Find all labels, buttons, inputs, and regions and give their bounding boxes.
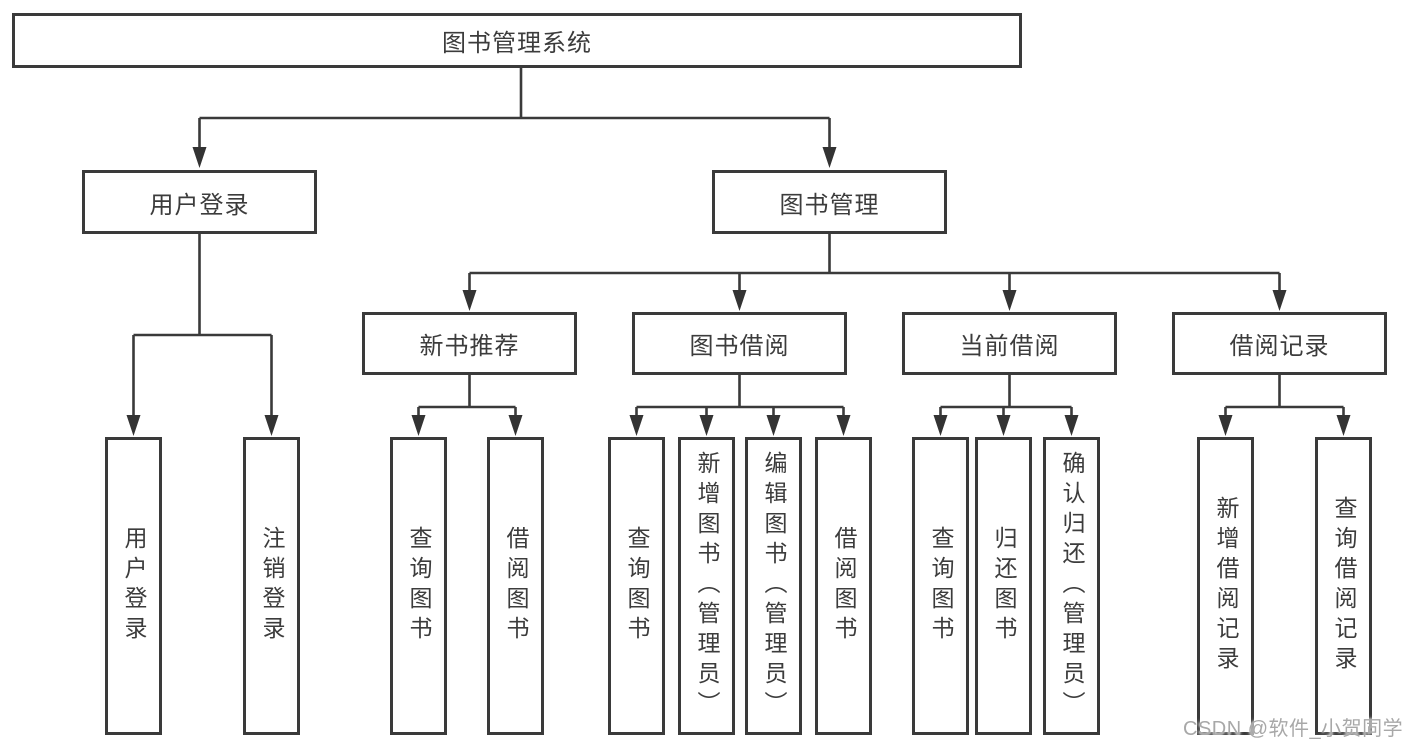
connector-root-to-level2 — [192, 68, 837, 168]
node-new-book-recommendation: 新书推荐 — [362, 312, 577, 375]
node-book-borrowing-label: 图书借阅 — [689, 333, 790, 360]
csdn-watermark: CSDN @软件_小贺同学 — [1183, 718, 1404, 740]
leaf-add-books-admin: 新增图书（管理员） — [678, 437, 735, 735]
leaf-query-books-3: 查询图书 — [912, 437, 969, 735]
node-new-book-recommendation-label: 新书推荐 — [419, 333, 520, 360]
node-root: 图书管理系统 — [12, 13, 1022, 68]
node-user-login: 用户登录 — [82, 170, 317, 234]
node-root-label: 图书管理系统 — [442, 30, 592, 57]
node-user-login-label: 用户登录 — [149, 191, 250, 219]
leaf-borrow-books-2: 借阅图书 — [815, 437, 872, 735]
node-current-borrowing: 当前借阅 — [902, 312, 1117, 375]
leaf-confirm-return-admin: 确认归还（管理员） — [1043, 437, 1100, 735]
node-current-borrowing-label: 当前借阅 — [959, 333, 1060, 360]
leaf-user-login: 用户登录 — [105, 437, 162, 735]
connector-current-borrowing-children — [933, 375, 1079, 436]
leaf-add-borrow-record: 新增借阅记录 — [1197, 437, 1254, 735]
leaf-borrow-books-1: 借阅图书 — [487, 437, 544, 735]
connector-user-login-children — [126, 234, 279, 436]
node-book-management: 图书管理 — [712, 170, 947, 234]
node-borrowing-records: 借阅记录 — [1172, 312, 1387, 375]
node-borrowing-records-label: 借阅记录 — [1229, 333, 1330, 360]
node-book-management-label: 图书管理 — [779, 191, 880, 219]
leaf-logout: 注销登录 — [243, 437, 300, 735]
node-book-borrowing: 图书借阅 — [632, 312, 847, 375]
connector-book-borrowing-children — [629, 375, 851, 436]
leaf-query-books-1: 查询图书 — [390, 437, 447, 735]
connector-borrow-records-children — [1218, 375, 1351, 436]
leaf-query-borrow-record: 查询借阅记录 — [1315, 437, 1372, 735]
leaf-edit-books-admin: 编辑图书（管理员） — [745, 437, 802, 735]
leaf-query-books-2: 查询图书 — [608, 437, 665, 735]
connector-book-management-children — [462, 234, 1287, 311]
connector-new-book-children — [411, 375, 523, 436]
leaf-return-books: 归还图书 — [975, 437, 1032, 735]
